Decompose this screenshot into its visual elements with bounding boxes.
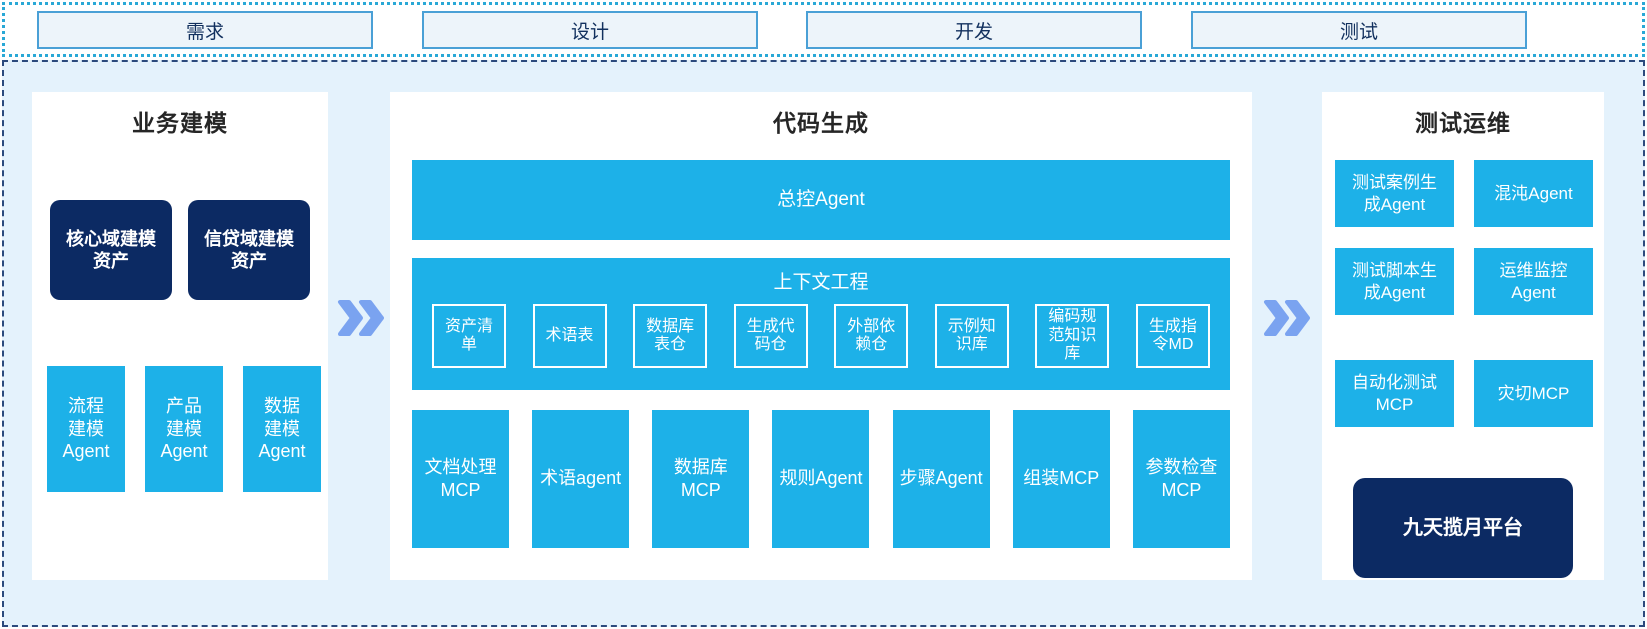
flow-arrow-icon <box>1264 300 1310 336</box>
box-process-modeling-agent: 流程 建模 Agent <box>47 366 125 492</box>
ctx-item-external-deps-repo: 外部依 赖仓 <box>834 304 909 368</box>
box-auto-test-mcp: 自动化测试 MCP <box>1335 360 1454 427</box>
panel-title-test-ops: 测试运维 <box>1415 110 1511 136</box>
box-test-script-gen-agent: 测试脚本生 成Agent <box>1335 248 1454 315</box>
box-glossary-agent: 术语agent <box>532 410 630 548</box>
box-assembly-mcp: 组装MCP <box>1012 410 1110 548</box>
box-disaster-switch-mcp: 灾切MCP <box>1474 360 1593 427</box>
box-core-domain-assets: 核心域建模 资产 <box>50 200 172 300</box>
box-data-modeling-agent: 数据 建模 Agent <box>243 366 321 492</box>
box-master-agent: 总控Agent <box>412 160 1230 240</box>
phase-bar: 需求 设计 开发 测试 <box>2 2 1645 57</box>
box-database-mcp: 数据库 MCP <box>652 410 750 548</box>
context-engineering-title: 上下文工程 <box>773 272 869 293</box>
box-test-case-gen-agent: 测试案例生 成Agent <box>1335 160 1454 227</box>
ctx-item-example-kb: 示例知 识库 <box>934 304 1009 368</box>
ctx-item-generation-instruction-md: 生成指 令MD <box>1135 304 1210 368</box>
platform-area: 业务建模 核心域建模 资产 信贷域建模 资产 流程 建模 Agent 产品 建模… <box>2 60 1645 627</box>
box-doc-processing-mcp: 文档处理 MCP <box>412 410 509 548</box>
box-step-agent: 步骤Agent <box>892 410 990 548</box>
box-param-check-mcp: 参数检查 MCP <box>1132 410 1230 548</box>
panel-test-ops: 测试运维 测试案例生 成Agent 混沌Agent 测试脚本生 成Agent 运… <box>1322 92 1604 580</box>
box-product-modeling-agent: 产品 建模 Agent <box>145 366 223 492</box>
box-rule-agent: 规则Agent <box>772 410 870 548</box>
ctx-item-coding-standard-kb: 编码规 范知识 库 <box>1035 304 1110 368</box>
flow-arrow-icon <box>338 300 384 336</box>
code-generation-tools: 文档处理 MCP 术语agent 数据库 MCP 规则Agent 步骤Agent… <box>412 410 1230 548</box>
box-jiutian-lanyue-platform: 九天揽月平台 <box>1353 478 1573 578</box>
ctx-item-generated-code-repo: 生成代 码仓 <box>733 304 808 368</box>
box-ops-monitor-agent: 运维监控 Agent <box>1474 248 1593 315</box>
box-chaos-agent: 混沌Agent <box>1474 160 1593 227</box>
phase-box-development: 开发 <box>806 11 1142 49</box>
context-engineering-group: 上下文工程 资产清 单 术语表 数据库 表仓 生成代 码仓 外部依 赖仓 示例知… <box>412 258 1230 390</box>
panel-business-modeling: 业务建模 核心域建模 资产 信贷域建模 资产 流程 建模 Agent 产品 建模… <box>32 92 328 580</box>
phase-box-design: 设计 <box>422 11 758 49</box>
box-credit-domain-assets: 信贷域建模 资产 <box>188 200 310 300</box>
context-engineering-items: 资产清 单 术语表 数据库 表仓 生成代 码仓 外部依 赖仓 示例知 识库 编码… <box>432 304 1210 368</box>
panel-code-generation: 代码生成 总控Agent 上下文工程 资产清 单 术语表 数据库 表仓 生成代 … <box>390 92 1252 580</box>
ctx-item-asset-list: 资产清 单 <box>432 304 506 368</box>
ctx-item-db-table-repo: 数据库 表仓 <box>633 304 708 368</box>
panel-title-business-modeling: 业务建模 <box>132 110 228 136</box>
phase-box-requirements: 需求 <box>37 11 373 49</box>
ctx-item-glossary: 术语表 <box>532 304 607 368</box>
panel-title-code-generation: 代码生成 <box>773 110 869 136</box>
phase-box-testing: 测试 <box>1191 11 1527 49</box>
